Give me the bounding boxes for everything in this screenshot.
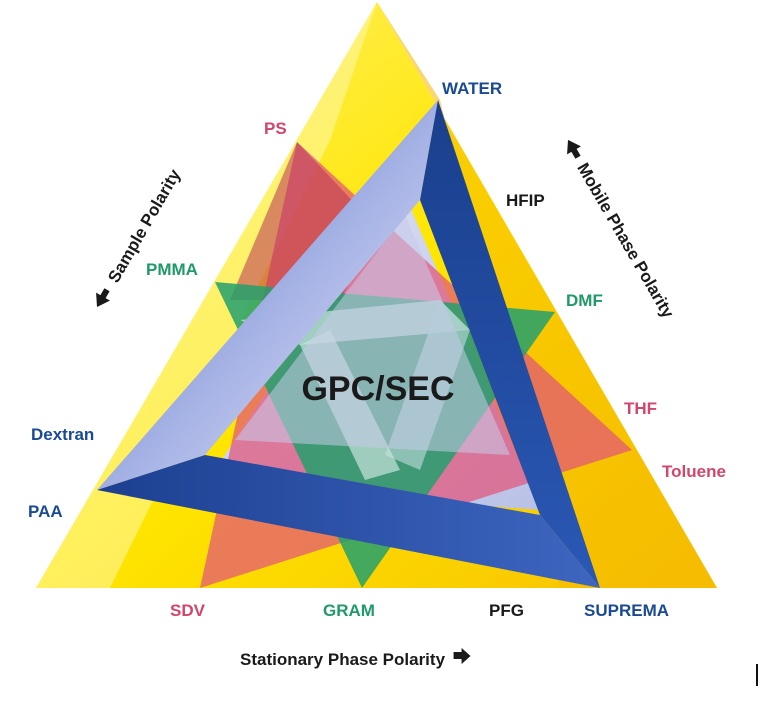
right-arrow-icon xyxy=(453,648,471,664)
blue-band-left xyxy=(97,100,438,490)
text-cursor-mark xyxy=(756,664,758,686)
label-dmf: DMF xyxy=(566,291,603,310)
label-pfg: PFG xyxy=(489,601,524,620)
up-left-arrow-icon xyxy=(567,139,581,159)
blue-band-right xyxy=(420,100,600,588)
yellow-right-shade xyxy=(377,2,717,588)
label-pmma: PMMA xyxy=(146,260,198,279)
label-gram: GRAM xyxy=(323,601,375,620)
left-arrow-icon xyxy=(96,288,110,308)
label-dextran: Dextran xyxy=(31,425,94,444)
label-thf: THF xyxy=(624,399,657,418)
stationary-phase-polarity-label: Stationary Phase Polarity xyxy=(240,650,446,669)
blue-band-bottom xyxy=(97,455,600,588)
label-hfip: HFIP xyxy=(506,191,545,210)
label-water: WATER xyxy=(442,79,502,98)
label-toluene: Toluene xyxy=(662,462,726,481)
center-panel xyxy=(235,215,510,455)
label-paa: PAA xyxy=(28,502,63,521)
label-ps: PS xyxy=(264,119,287,138)
label-sdv: SDV xyxy=(170,601,206,620)
yellow-left-highlight xyxy=(36,2,377,588)
label-suprema: SUPREMA xyxy=(584,601,669,620)
center-title: GPC/SEC xyxy=(301,370,454,408)
sample-polarity-axis: Sample Polarity xyxy=(96,166,185,308)
